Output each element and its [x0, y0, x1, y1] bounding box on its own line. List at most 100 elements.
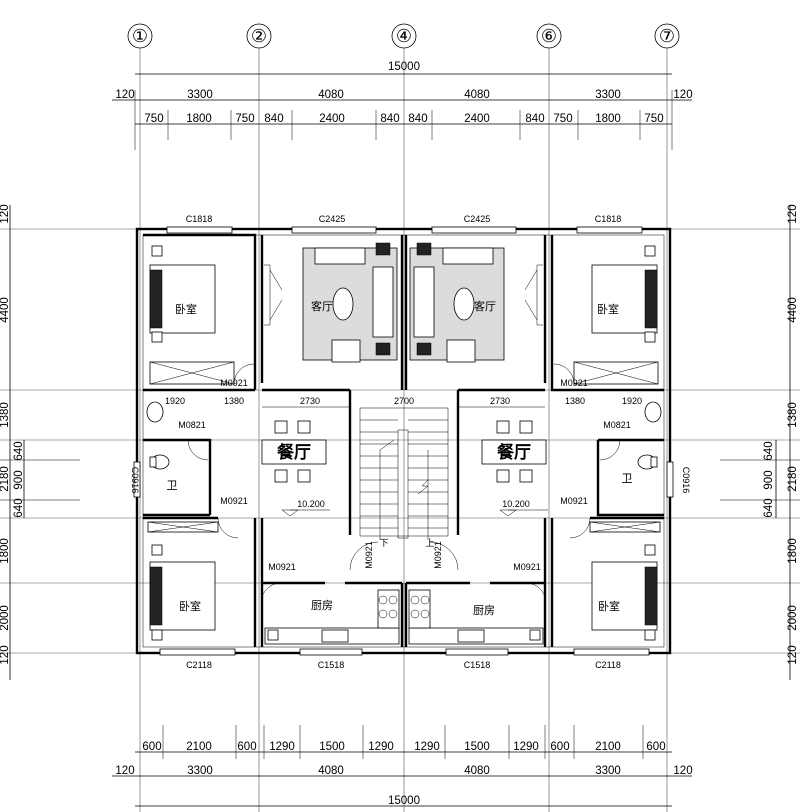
door-label-stair-left: M0921 [364, 541, 374, 569]
stair-down-label: 下 [379, 538, 388, 548]
axis-label-6: ⑥ [541, 26, 557, 46]
bottom-dimensions: 600 2100 600 1290 1500 1290 1290 1500 12… [112, 725, 693, 807]
int-dim-1: 1380 [224, 396, 244, 406]
win-label-c2425-right: C2425 [464, 214, 491, 224]
dim-top-r1-4: 3300 [595, 89, 621, 101]
dim-right-3: 2180 [787, 466, 799, 492]
int-dim-3: 2700 [394, 396, 414, 406]
bath-right: 卫 M0821 M0921 [560, 401, 662, 539]
door-label-bed-left: M0921 [220, 378, 248, 388]
window-c2425-left [291, 226, 377, 234]
window-c0916-left [133, 461, 141, 498]
elevation-right: 10.200 [502, 499, 530, 509]
left-dimensions: 120 4400 1380 2180 1800 2000 120 640 900… [0, 204, 80, 680]
door-label-bed-right: M0921 [560, 378, 588, 388]
dim-right-5: 2000 [787, 605, 799, 631]
window-c2118-left [159, 648, 236, 656]
dim-top-r2-6: 840 [408, 113, 427, 125]
dim-top-r2-7: 2400 [464, 113, 490, 125]
dim-left-inner-1: 900 [13, 470, 25, 489]
door-label-kitchen-right: M0921 [513, 562, 541, 572]
dim-bot-r1-4: 1500 [319, 741, 345, 753]
door-label-bath-left-lower: M0921 [220, 496, 248, 506]
win-label-c2425-left: C2425 [319, 214, 346, 224]
dim-bot-r1-8: 1290 [513, 741, 539, 753]
window-c1818-left [166, 226, 233, 234]
bath-right-label: 卫 [622, 473, 633, 485]
living-room-right-label: 客厅 [474, 299, 496, 313]
dim-top-r2-10: 1800 [595, 113, 621, 125]
axis-label-4: ④ [396, 26, 412, 46]
dim-top-r2-1: 1800 [186, 113, 212, 125]
dim-left-6: 120 [0, 645, 11, 664]
dim-top-r2-2: 750 [235, 113, 254, 125]
dim-right-4: 1800 [787, 538, 799, 564]
dim-right-0: 120 [787, 204, 799, 223]
int-dim-4: 2730 [490, 396, 510, 406]
staircase: M0921 M0921 下 上 [349, 407, 459, 571]
door-label-bath-left: M0821 [178, 420, 206, 430]
bedroom-bottom-right: 卧室 [589, 521, 661, 641]
int-dim-6: 1920 [622, 396, 642, 406]
dim-right-6: 120 [787, 645, 799, 664]
dim-bot-r1-3: 1290 [269, 741, 295, 753]
int-dim-0: 1920 [165, 396, 185, 406]
top-dimensions: 15000 120 3300 4080 4080 3300 120 750 18… [112, 61, 693, 150]
int-dim-2: 2730 [300, 396, 320, 406]
door-label-bath-right-lower: M0921 [560, 496, 588, 506]
window-c2425-right [431, 226, 517, 234]
dim-bot-r2-4: 3300 [595, 765, 621, 777]
win-label-c1518-left: C1518 [318, 660, 345, 670]
window-c1518-right [445, 648, 509, 656]
dim-bot-r2-2: 4080 [318, 765, 344, 777]
dim-bot-r1-9: 600 [550, 741, 569, 753]
dim-right-inner-1: 900 [763, 470, 775, 489]
kitchen-right-label: 厨房 [473, 604, 495, 617]
axis-label-2: ② [251, 26, 267, 46]
axis-label-1: ① [132, 26, 148, 46]
dim-bot-r2-0: 120 [115, 765, 134, 777]
dim-right-inner-0: 640 [763, 441, 775, 460]
dim-top-r2-8: 840 [525, 113, 544, 125]
dining-left: 餐厅 [261, 420, 327, 483]
dim-bot-r1-7: 1500 [464, 741, 490, 753]
kitchen-left-label: 厨房 [311, 599, 333, 612]
window-c1518-left [299, 648, 363, 656]
dining-left-label: 餐厅 [277, 442, 311, 462]
dim-bot-total: 15000 [388, 795, 420, 807]
dim-right-inner-2: 640 [763, 498, 775, 517]
dim-bot-r1-6: 1290 [414, 741, 440, 753]
dining-right: 餐厅 [481, 420, 547, 483]
kitchen-left: 厨房 M0921 [261, 562, 400, 645]
living-room-right: 客厅 [409, 242, 543, 363]
bedroom-bottom-left-label: 卧室 [179, 599, 201, 613]
dim-top-r1-1: 3300 [187, 89, 213, 101]
dim-left-inner-0: 640 [13, 441, 25, 460]
elevation-left: 10.200 [297, 499, 325, 509]
bedroom-top-left: 卧室 M0921 [149, 245, 255, 388]
bedroom-bottom-right-label: 卧室 [598, 599, 620, 613]
axis-label-7: ⑦ [659, 26, 675, 46]
windows: C1818 C2425 C2425 C1818 C2118 C1518 C151… [130, 214, 691, 670]
win-label-c0916-left: C0916 [130, 467, 140, 494]
dim-top-r2-3: 840 [264, 113, 283, 125]
dim-top-r2-11: 750 [644, 113, 663, 125]
dim-top-r2-5: 840 [380, 113, 399, 125]
dim-bot-r1-2: 600 [237, 741, 256, 753]
dim-top-r2-9: 750 [553, 113, 572, 125]
dim-bot-r2-1: 3300 [187, 765, 213, 777]
stair-up-label: 上 [425, 538, 434, 548]
bedroom-top-right-label: 卧室 [597, 302, 619, 316]
dim-bot-r1-0: 600 [142, 741, 161, 753]
door-label-bath-right: M0821 [603, 420, 631, 430]
win-label-c2118-right: C2118 [595, 660, 621, 670]
internal-dims: 1920 1380 2730 2700 2730 1380 1920 [165, 396, 642, 408]
dim-left-2: 1380 [0, 402, 11, 428]
window-c0916-right [666, 461, 674, 498]
right-dimensions: 120 4400 1380 2180 1800 2000 120 640 900… [720, 204, 800, 680]
dim-bot-r1-1: 2100 [186, 741, 212, 753]
bedroom-top-right: 卧室 M0921 [553, 245, 659, 388]
door-label-kitchen-left: M0921 [268, 562, 296, 572]
axis-bubbles: ① ② ④ ⑥ ⑦ [127, 23, 680, 49]
